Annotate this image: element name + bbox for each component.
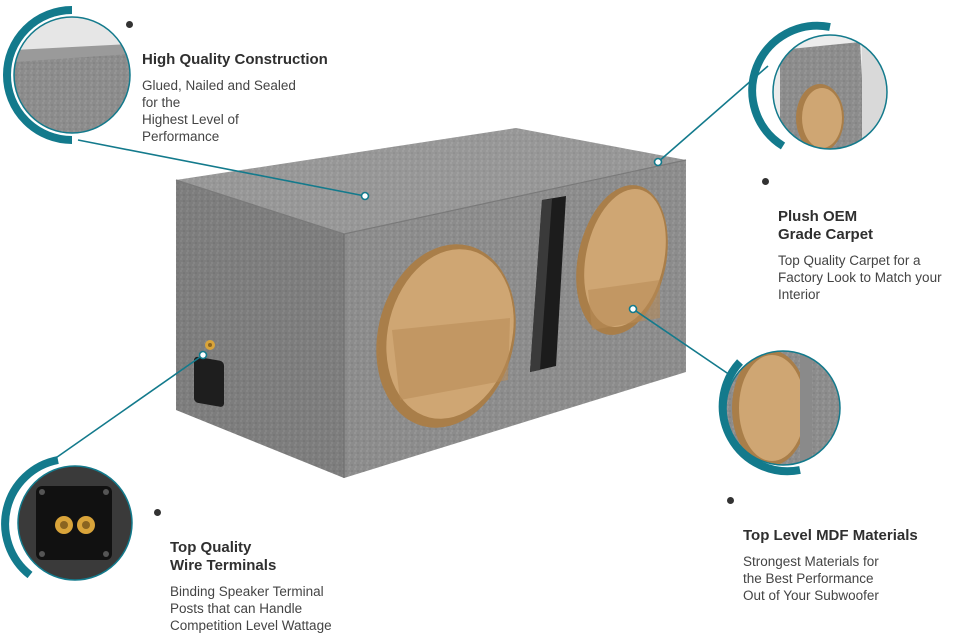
feature-description: Binding Speaker Terminal Posts that can … xyxy=(170,584,332,633)
carpet-port-detail-icon xyxy=(748,21,888,150)
box-top-face xyxy=(176,128,686,234)
feature-description: Glued, Nailed and Sealed for the Highest… xyxy=(142,78,296,144)
box-terminal-cup xyxy=(194,340,224,407)
feature-title: Top Level MDF Materials xyxy=(743,527,918,544)
subwoofer-box xyxy=(175,128,687,478)
bullet-dot-icon xyxy=(154,509,161,516)
feature-title: Plush OEM Grade Carpet xyxy=(778,208,874,243)
feature-description: Strongest Materials for the Best Perform… xyxy=(743,554,879,603)
terminal-cup-detail-icon xyxy=(1,456,133,581)
bullet-dot-icon xyxy=(126,21,133,28)
product-illustration xyxy=(1,6,888,581)
right-speaker-cutout xyxy=(576,185,668,335)
feature-carpet: Plush OEM Grade Carpet Top Quality Carpe… xyxy=(760,172,970,303)
feature-description: Top Quality Carpet for a Factory Look to… xyxy=(778,253,942,302)
left-speaker-cutout xyxy=(376,244,516,428)
mdf-cutout-detail-icon xyxy=(718,350,841,476)
feature-title: Top Quality Wire Terminals xyxy=(170,539,277,574)
feature-construction: High Quality Construction Glued, Nailed … xyxy=(124,15,384,145)
bullet-dot-icon xyxy=(762,178,769,185)
feature-terminals: Top Quality Wire Terminals Binding Speak… xyxy=(152,503,392,634)
feature-mdf: Top Level MDF Materials Strongest Materi… xyxy=(725,491,965,604)
feature-title: High Quality Construction xyxy=(142,51,328,68)
bullet-dot-icon xyxy=(727,497,734,504)
carpet-corner-detail-icon xyxy=(3,6,131,144)
